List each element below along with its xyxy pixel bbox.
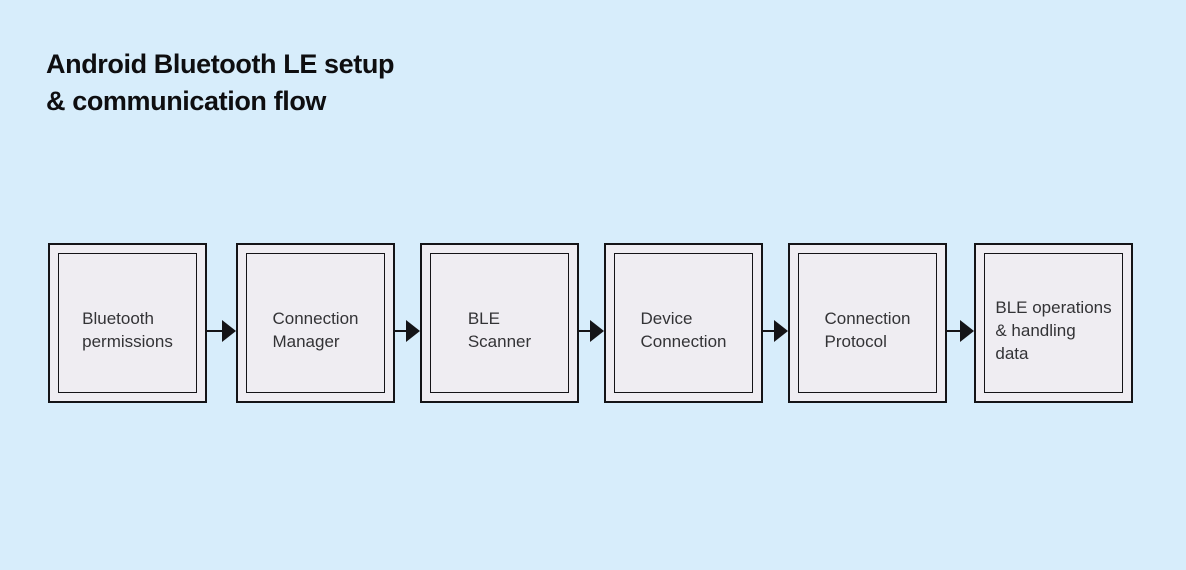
page-title: Android Bluetooth LE setup & communicati… <box>46 49 395 116</box>
arrow-head <box>960 320 974 342</box>
arrow-line <box>763 330 778 332</box>
arrow-right-icon[interactable] <box>207 320 236 342</box>
flow-node-bluetooth-permissions[interactable]: Bluetooth permissions <box>48 243 207 403</box>
flow-node-ble-operations[interactable]: BLE operations & handling data <box>974 243 1133 403</box>
arrow-right-icon[interactable] <box>763 320 788 342</box>
arrow-line <box>579 330 594 332</box>
flow-node-label: BLE Scanner <box>467 309 532 351</box>
flow-node-ble-scanner[interactable]: BLE Scanner <box>420 243 579 403</box>
flow-node-label: BLE operations & handling data <box>995 297 1112 363</box>
arrow-right-icon[interactable] <box>947 320 974 342</box>
arrow-line <box>395 330 410 332</box>
arrow-head <box>590 320 604 342</box>
arrow-right-icon[interactable] <box>395 320 420 342</box>
arrow-head <box>774 320 788 342</box>
node-inner-frame: Bluetooth permissions <box>58 253 197 393</box>
flow-node-connection-manager[interactable]: Connection Manager <box>236 243 395 403</box>
flow-node-label: Connection Protocol <box>824 309 911 351</box>
flow-node-device-connection[interactable]: Device Connection <box>604 243 763 403</box>
node-inner-frame: BLE operations & handling data <box>984 253 1123 393</box>
node-inner-frame: BLE Scanner <box>430 253 569 393</box>
arrow-line <box>947 330 964 332</box>
node-inner-frame: Connection Manager <box>246 253 385 393</box>
arrow-right-icon[interactable] <box>579 320 604 342</box>
flow-node-label: Connection Manager <box>272 309 359 351</box>
flow-node-label: Bluetooth permissions <box>82 309 173 351</box>
arrow-head <box>406 320 420 342</box>
flow-node-connection-protocol[interactable]: Connection Protocol <box>788 243 947 403</box>
arrow-line <box>207 330 226 332</box>
arrow-head <box>222 320 236 342</box>
node-inner-frame: Connection Protocol <box>798 253 937 393</box>
flow-node-label: Device Connection <box>640 309 727 351</box>
node-inner-frame: Device Connection <box>614 253 753 393</box>
